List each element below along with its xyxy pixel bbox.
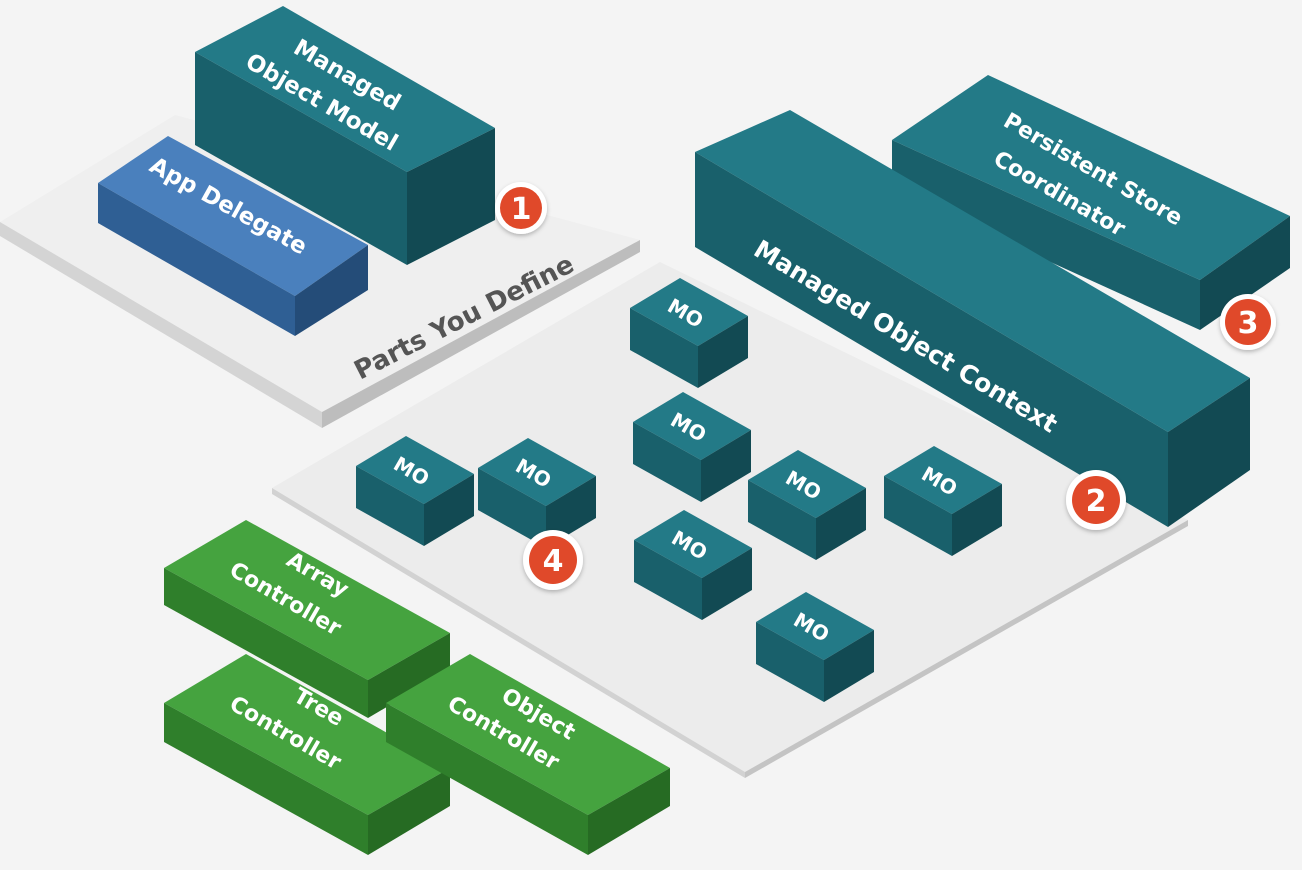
persistent-store-coordinator-block[interactable]: Persistent Store Coordinator xyxy=(892,75,1290,330)
managed-object-model-block[interactable]: Managed Object Model xyxy=(195,6,495,265)
badge-4-number: 4 xyxy=(543,544,564,579)
badge-2-number: 2 xyxy=(1086,484,1107,519)
managed-object-cube[interactable]: MO xyxy=(748,450,866,560)
tree-controller-block[interactable]: Tree Controller xyxy=(164,654,450,855)
managed-object-cube[interactable]: MO xyxy=(356,436,474,546)
managed-object-cube[interactable]: MO xyxy=(633,392,751,502)
managed-objects-group: MO MO MO MO MO xyxy=(356,278,1002,702)
object-controller-block[interactable]: Object Controller xyxy=(386,654,670,855)
managed-object-context-platform xyxy=(272,262,1188,778)
managed-object-cube[interactable]: MO xyxy=(630,278,748,388)
array-controller-block[interactable]: Array Controller xyxy=(164,520,450,718)
badge-2: 2 xyxy=(1066,470,1126,530)
managed-object-cube[interactable]: MO xyxy=(478,438,596,548)
badge-1-number: 1 xyxy=(511,192,532,227)
badge-3: 3 xyxy=(1220,294,1276,350)
badge-4: 4 xyxy=(523,530,583,590)
badge-3-number: 3 xyxy=(1238,306,1259,341)
managed-object-cube[interactable]: MO xyxy=(884,446,1002,556)
managed-object-cube[interactable]: MO xyxy=(756,592,874,702)
badge-1: 1 xyxy=(495,182,547,234)
managed-object-cube[interactable]: MO xyxy=(634,510,752,620)
